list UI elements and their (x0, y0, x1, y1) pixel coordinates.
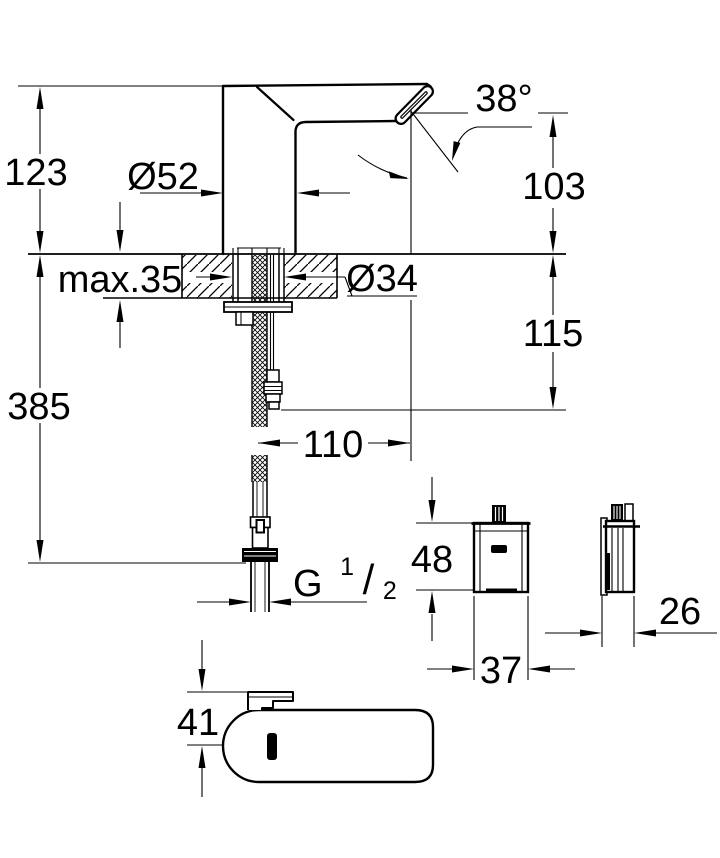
control-box-front-view (416, 477, 575, 680)
hex-nut (242, 548, 278, 562)
dim-label-box-depth: 26 (659, 591, 701, 633)
dim-label-outlet-height: 103 (522, 166, 585, 208)
hose-end-fitting (242, 516, 278, 612)
faucet-body-outline (221, 82, 434, 256)
sensor-cable (269, 255, 275, 371)
aerator-outlet (394, 85, 434, 125)
grohe-logo (491, 545, 507, 553)
control-box-side-view (545, 503, 717, 647)
counter-slab-section (181, 254, 338, 298)
dim-label-hole-diameter: Ø34 (346, 258, 418, 300)
dim-label-base-diameter: Ø52 (127, 156, 199, 198)
dimension-labels: 123 Ø52 38° 103 max.35 Ø34 115 385 110 G… (4, 78, 701, 744)
grohe-logo (267, 733, 277, 760)
cable-connector-plug (263, 369, 283, 410)
arrowheads-main (36, 87, 557, 606)
faucet-top-view (187, 640, 435, 797)
shank-and-mounting (223, 247, 293, 326)
dim-label-height-above-deck: 123 (4, 152, 67, 194)
spout-tip-top-view (247, 691, 294, 710)
dim-label-connector-drop: 115 (523, 313, 584, 355)
dim-label-thread-size: G 1 / 2 (293, 542, 397, 605)
dim-label-box-height: 48 (411, 539, 453, 581)
dim-label-spout-offset: 41 (177, 702, 219, 744)
dim-label-box-width: 37 (480, 650, 522, 692)
dim-label-hose-length: 385 (7, 386, 70, 428)
dim-label-spout-projection: 110 (303, 424, 364, 466)
dim-label-spray-angle: 38° (475, 78, 532, 120)
dim-label-max-deck-thickness: max.35 (58, 259, 183, 301)
